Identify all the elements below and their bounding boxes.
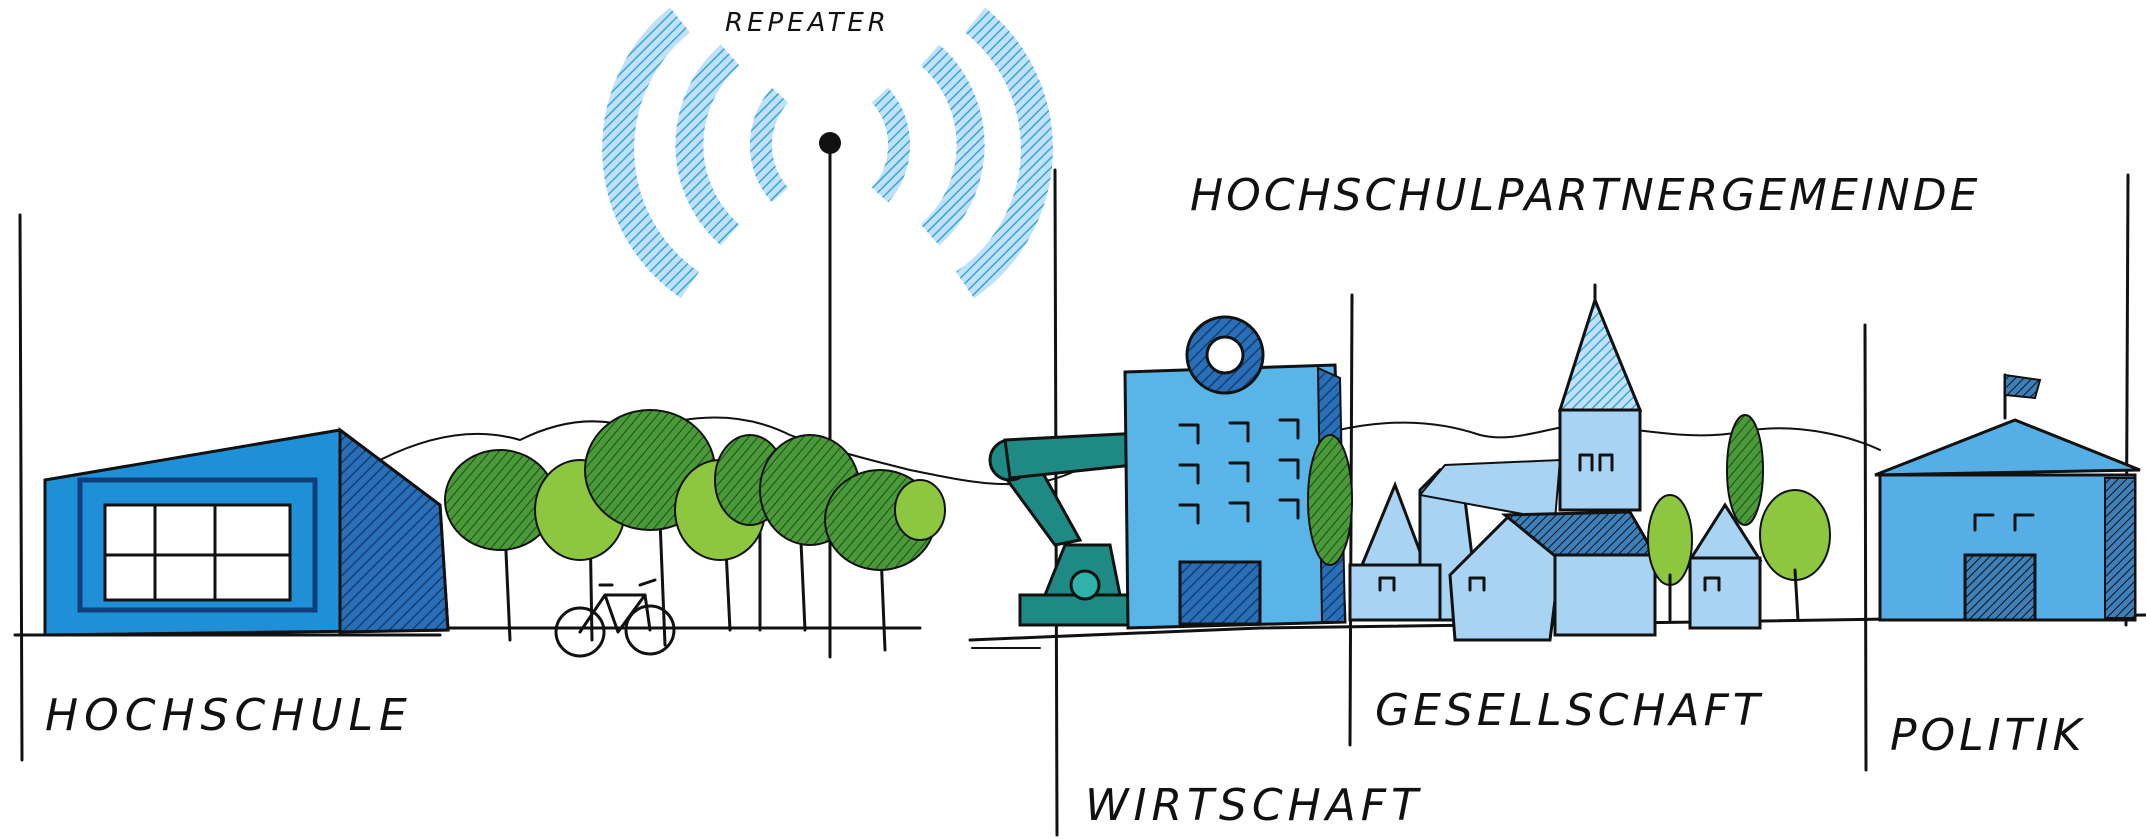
label-wirtschaft: WIRTSCHAFT — [1085, 780, 1423, 831]
label-repeater: REPEATER — [725, 8, 890, 38]
village-group — [1348, 283, 1763, 642]
tree-village-2 — [1726, 414, 1764, 526]
flag-icon — [2003, 373, 2042, 420]
tree-village-1 — [1647, 494, 1693, 586]
university-building — [43, 427, 450, 637]
repeater-signal-icon — [602, 7, 1053, 659]
label-gesellschaft: GESELLSCHAFT — [1375, 685, 1764, 736]
divider-politik — [1863, 323, 1868, 772]
bicycle-icon — [554, 578, 676, 658]
label-hochschulpartnergemeinde: HOCHSCHULPARTNERGEMEINDE — [1190, 170, 1981, 221]
gear-icon — [1185, 315, 1265, 395]
trees-group — [444, 409, 946, 652]
tree-factory — [1307, 434, 1353, 566]
government-building — [1874, 373, 2141, 622]
tree-village-3 — [1759, 489, 1831, 581]
church-icon — [1557, 283, 1643, 512]
label-politik: POLITIK — [1890, 710, 2086, 761]
divider-hochschule — [18, 213, 24, 762]
label-hochschule: HOCHSCHULE — [45, 690, 413, 741]
